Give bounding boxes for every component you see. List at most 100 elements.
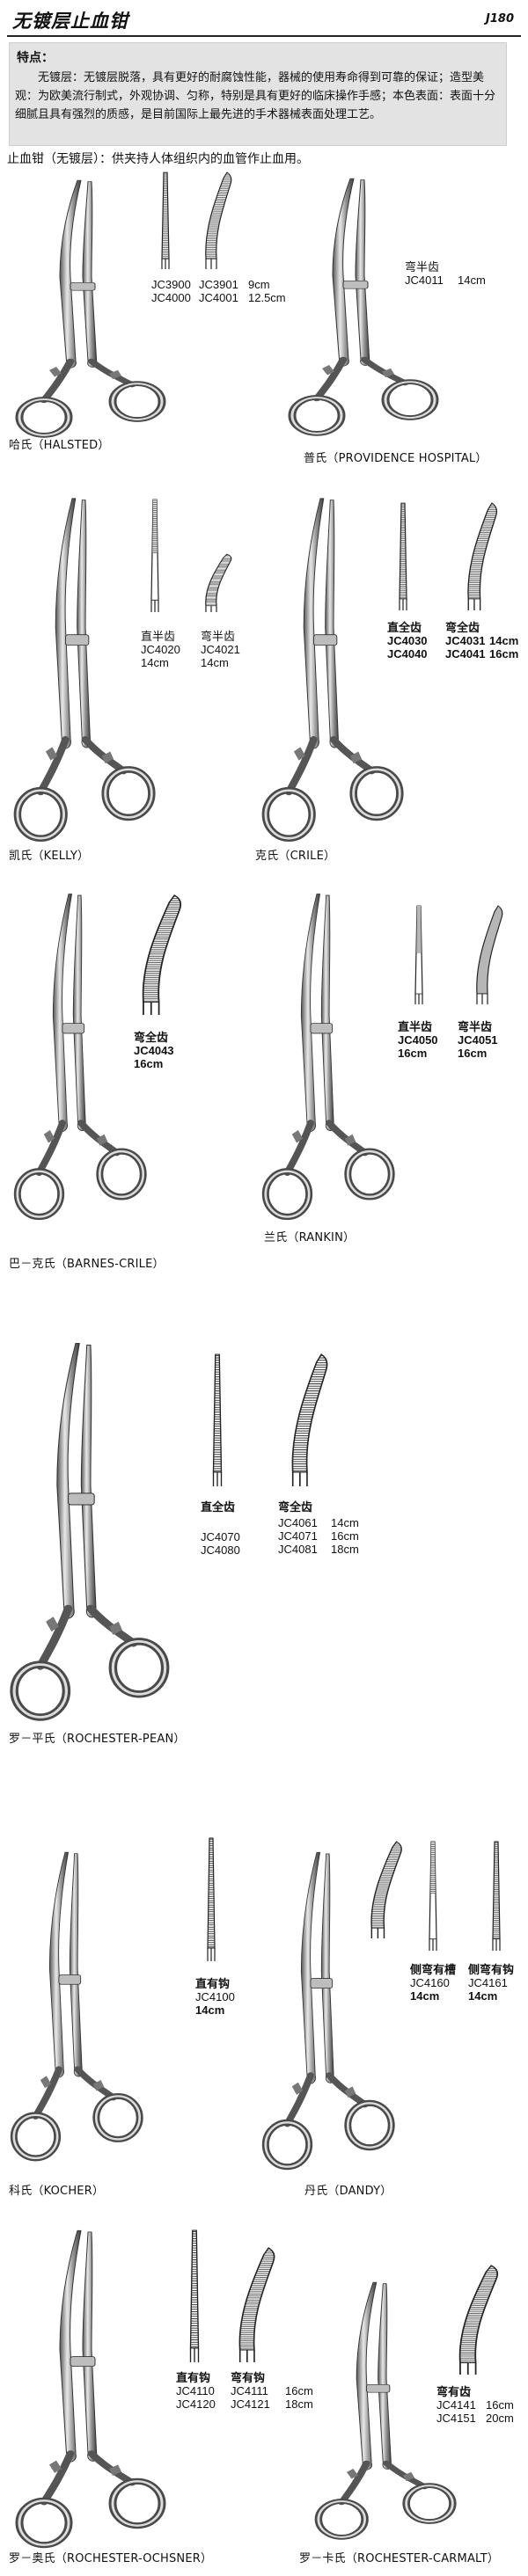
halsted-name: 哈氏（HALSTED） (9, 439, 110, 452)
dandy-b-code: JC4161 (468, 1976, 508, 1989)
pean-curved-size: 16cm (331, 1529, 359, 1543)
carmalt-size: 20cm (486, 2412, 514, 2425)
kelly-curved-code: JC4021 (201, 643, 240, 656)
dandy-a-code: JC4160 (410, 1976, 450, 1989)
crile-curved-type: 弯全齿 (445, 621, 480, 634)
rankin-straight-size: 16cm (398, 1047, 428, 1060)
crile-forceps-image (264, 493, 405, 844)
halsted-code: JC4000 (151, 291, 191, 304)
rankin-straight-tip-icon (414, 905, 423, 1005)
kelly-straight-size: 14cm (141, 656, 169, 669)
dandy-name: 丹氏（DANDY） (304, 2185, 392, 2198)
dandy-a-labels: 侧弯有槽 JC4160 14cm (410, 1963, 456, 2003)
dandy-b-size: 14cm (468, 1989, 498, 2003)
barnes-forceps-image (16, 888, 148, 1222)
rankin-straight-labels: 直半齿 JC4050 16cm (398, 1020, 438, 1060)
providence-forceps-image (290, 174, 440, 438)
pean-curved-code: JC4081 (278, 1543, 318, 1556)
crile-curved-size: 14cm (489, 634, 519, 647)
barnes-name: 巴－克氏（BARNES-CRILE） (9, 1258, 165, 1271)
pean-straight-type: 直全齿 (201, 1500, 236, 1514)
halsted-code: JC4001 (199, 291, 238, 304)
pean-curved-size: 14cm (331, 1516, 359, 1529)
ochsner-straight-tip-icon (189, 2229, 200, 2363)
barnes-size: 16cm (134, 1057, 164, 1070)
dandy-b-labels: 侧弯有钩 JC4161 14cm (468, 1963, 514, 2003)
pean-name: 罗－平氏（ROCHESTER-PEAN） (9, 1733, 186, 1746)
features-text: 无镀层：无镀层脱落，具有更好的耐腐蚀性能，器械的使用寿命得到可靠的保证；造型美观… (15, 71, 496, 121)
pean-forceps-image (12, 1337, 171, 1724)
halsted-code: JC3901 (199, 278, 238, 291)
rankin-curved-type: 弯半齿 (458, 1020, 493, 1033)
header-divider (7, 35, 521, 37)
kocher-straight-tip-icon (207, 1837, 216, 1962)
pean-curved-size: 18cm (331, 1543, 359, 1556)
carmalt-curved-tip-icon (458, 2265, 499, 2375)
kocher-forceps-image (12, 1847, 144, 2164)
ochsner-straight-code: JC4120 (176, 2397, 216, 2411)
halsted-forceps-image (18, 176, 167, 440)
pean-curved-code: JC4061 (278, 1516, 318, 1529)
providence-type: 弯半齿 (405, 260, 440, 274)
rankin-curved-tip-icon (476, 905, 503, 1005)
ochsner-curved-type: 弯有钩 (231, 2371, 266, 2384)
pean-straight-code: JC4080 (201, 1543, 240, 1557)
features-box: 特点： 无镀层：无镀层脱落，具有更好的耐腐蚀性能，器械的使用寿命得到可靠的保证；… (9, 42, 507, 146)
dandy-hooked-tip-icon (492, 1841, 501, 1952)
rankin-forceps-image (264, 888, 396, 1222)
ochsner-forceps-image (18, 2225, 167, 2550)
barnes-type: 弯全齿 (134, 1031, 169, 1044)
barnes-code: JC4043 (134, 1044, 174, 1057)
providence-code: JC4011 (405, 274, 444, 287)
kelly-forceps-image (16, 493, 157, 844)
ochsner-straight-code: JC4110 (176, 2384, 215, 2397)
rankin-curved-labels: 弯半齿 JC4051 16cm (458, 1020, 498, 1060)
ochsner-curved-size: 16cm (285, 2384, 313, 2397)
crile-straight-labels: 直全齿 JC4030 JC4040 (387, 621, 428, 660)
carmalt-code: JC4141 (436, 2398, 476, 2412)
kelly-straight-type: 直半齿 (141, 630, 176, 643)
halsted-straight-tip-icon (161, 171, 170, 270)
barnes-curved-tip-icon (142, 894, 182, 1016)
dandy-a-type: 侧弯有槽 (410, 1963, 457, 1976)
pean-curved-type: 弯全齿 (278, 1500, 313, 1514)
halsted-code: JC3900 (151, 278, 191, 291)
page-title: 无镀层止血钳 (12, 11, 128, 32)
pean-curved-tip-icon (291, 1354, 328, 1487)
page-header: 无镀层止血钳 J180 (0, 0, 528, 37)
kocher-name: 科氏（KOCHER） (9, 2185, 105, 2198)
carmalt-type: 弯有齿 (436, 2385, 472, 2398)
kelly-curved-tip-icon (205, 553, 232, 613)
providence-name: 普氏（PROVIDENCE HOSPITAL） (304, 452, 488, 465)
kelly-curved-size: 14cm (201, 656, 229, 669)
kocher-code: JC4100 (195, 1990, 235, 2003)
ochsner-name: 罗－奥氏（ROCHESTER-OCHSNER） (9, 2552, 213, 2565)
ochsner-curved-code: JC4121 (231, 2397, 270, 2411)
ochsner-curved-code: JC4111 (231, 2384, 268, 2397)
kocher-labels: 直有钩 JC4100 14cm (195, 1977, 235, 2017)
crile-straight-type: 直全齿 (387, 621, 422, 634)
ochsner-curved-tip-icon (238, 2247, 275, 2363)
pean-straight-tip-icon (212, 1354, 223, 1487)
crile-curved-code: JC4031 (445, 634, 486, 647)
ochsner-straight-labels: 直有钩 JC4110 JC4120 (176, 2371, 216, 2411)
kelly-straight-tip-icon (150, 499, 159, 613)
halsted-size: 9cm (248, 278, 270, 291)
pean-straight-code: JC4070 (201, 1530, 240, 1543)
halsted-curved-tip-icon (205, 171, 232, 270)
carmalt-name: 罗－卡氏（ROCHESTER-CARMALT） (299, 2552, 500, 2565)
providence-size: 14cm (458, 274, 486, 287)
pean-straight-codes: JC4070 JC4080 (201, 1530, 240, 1557)
rankin-straight-code: JC4050 (398, 1033, 438, 1047)
dandy-side-curved-tip-icon (370, 1841, 402, 1939)
crile-curved-tip-icon (467, 502, 498, 611)
dandy-a-size: 14cm (410, 1989, 440, 2003)
kelly-straight-code: JC4020 (141, 643, 180, 656)
kelly-curved-labels: 弯半齿 JC4021 14cm (201, 630, 240, 669)
rankin-curved-size: 16cm (458, 1047, 488, 1060)
carmalt-size: 16cm (486, 2398, 514, 2412)
